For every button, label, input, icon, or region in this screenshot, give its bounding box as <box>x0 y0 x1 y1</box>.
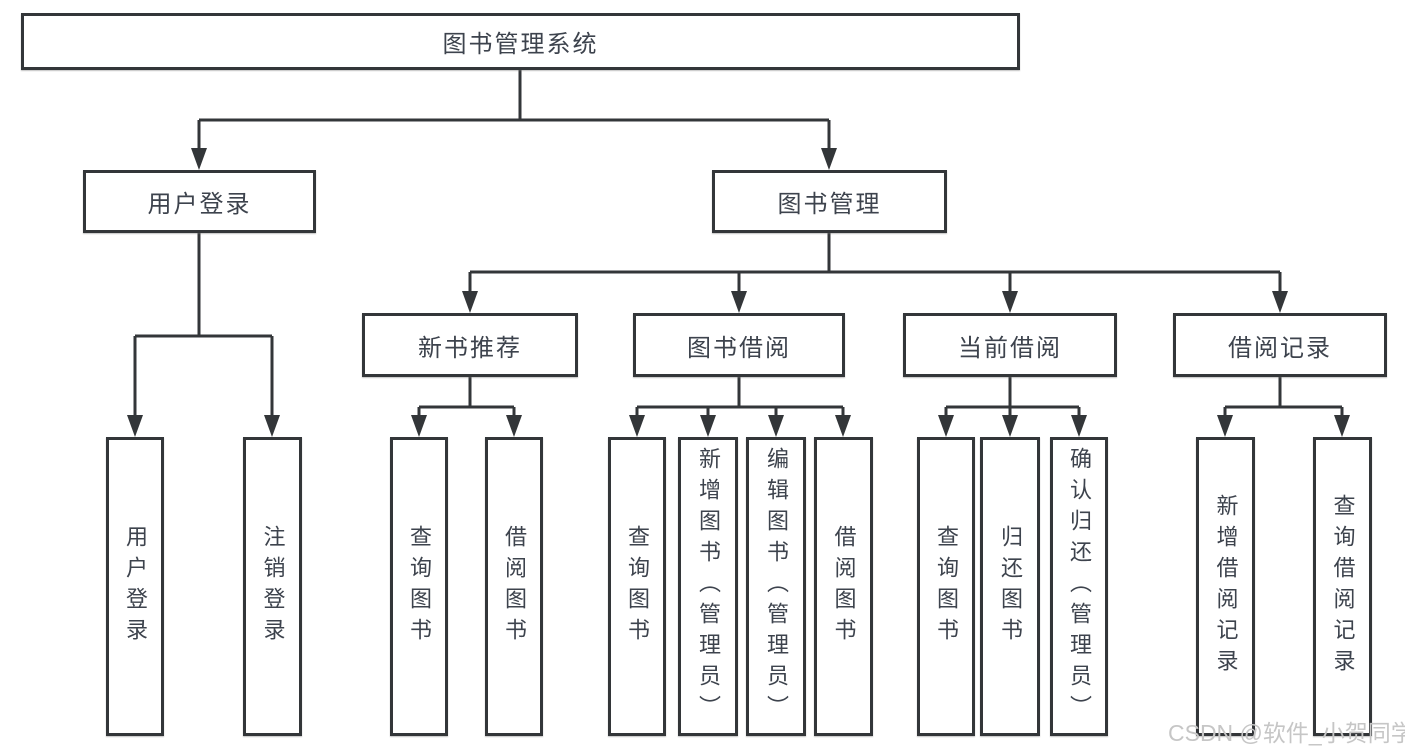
leaf-borrow-books-borrowing: 借阅图书 <box>814 437 873 736</box>
node-label: 借阅记录 <box>1228 334 1332 362</box>
node-root-library-system: 图书管理系统 <box>21 13 1020 70</box>
node-label: 图书管理系统 <box>442 31 599 58</box>
node-label: 查询图书 <box>625 524 650 649</box>
leaf-edit-books-admin: 编辑图书（管理员） <box>746 437 806 736</box>
leaf-query-books-borrowing: 查询图书 <box>608 437 666 736</box>
csdn-watermark: CSDN @软件_小贺同学 <box>1168 720 1405 746</box>
node-current-borrowing: 当前借阅 <box>903 313 1117 377</box>
leaf-query-books-newbook: 查询图书 <box>390 437 448 736</box>
leaf-add-borrow-record: 新增借阅记录 <box>1196 437 1255 736</box>
node-label: 注销登录 <box>260 524 286 649</box>
node-label: 查询图书 <box>407 524 432 649</box>
node-label: 用户登录 <box>147 191 252 218</box>
node-label: 当前借阅 <box>958 334 1062 362</box>
node-label: 确认归还（管理员） <box>1067 447 1092 726</box>
node-new-book-recommendation: 新书推荐 <box>362 313 578 377</box>
leaf-user-login: 用户登录 <box>106 437 164 736</box>
node-label: 查询图书 <box>934 524 959 649</box>
node-book-management-branch: 图书管理 <box>712 170 947 233</box>
node-label: 用户登录 <box>123 524 148 649</box>
node-label: 编辑图书（管理员） <box>764 447 789 726</box>
node-user-login-branch: 用户登录 <box>83 170 316 233</box>
leaf-logout: 注销登录 <box>243 437 302 736</box>
node-label: 归还图书 <box>998 524 1023 649</box>
leaf-return-books: 归还图书 <box>980 437 1040 736</box>
node-label: 图书借阅 <box>687 334 791 362</box>
node-book-borrowing: 图书借阅 <box>633 313 845 377</box>
node-label: 图书管理 <box>777 191 882 218</box>
node-label: 新增图书（管理员） <box>696 447 721 726</box>
node-label: 新增借阅记录 <box>1213 493 1239 680</box>
leaf-confirm-return-admin: 确认归还（管理员） <box>1050 437 1108 736</box>
node-label: 借阅图书 <box>502 524 527 649</box>
leaf-query-books-current: 查询图书 <box>917 437 975 736</box>
node-label: 借阅图书 <box>831 524 857 649</box>
node-label: 新书推荐 <box>418 334 522 362</box>
node-label: 查询借阅记录 <box>1330 493 1356 680</box>
node-borrowing-records: 借阅记录 <box>1173 313 1387 377</box>
leaf-add-books-admin: 新增图书（管理员） <box>678 437 738 736</box>
leaf-borrow-books-newbook: 借阅图书 <box>485 437 543 736</box>
leaf-query-borrow-record: 查询借阅记录 <box>1313 437 1372 736</box>
